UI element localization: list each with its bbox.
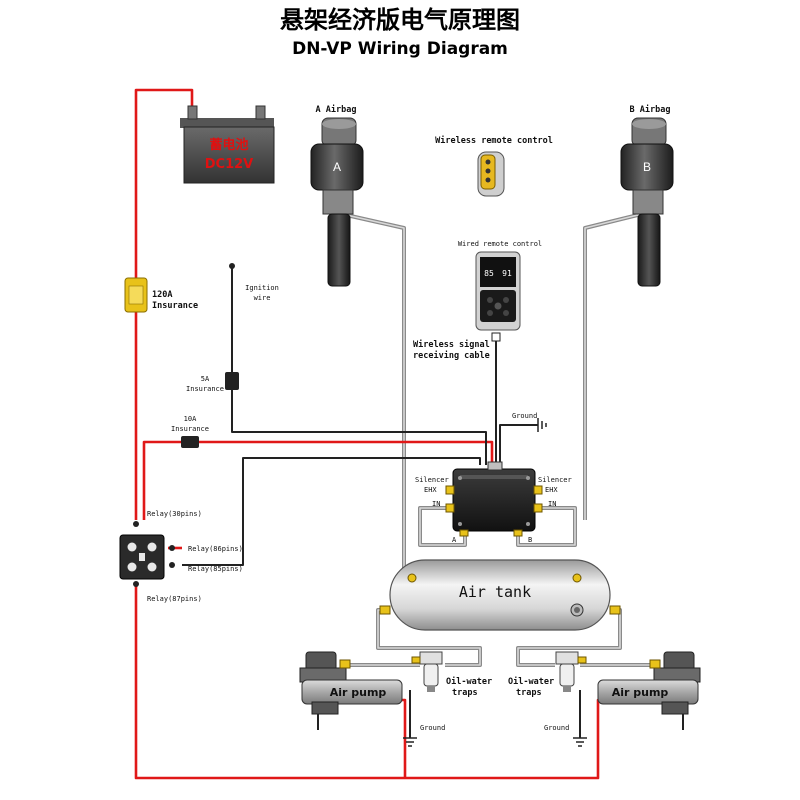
fuse-120a-insurance-label: Insurance <box>152 301 198 311</box>
in-left-label: IN <box>432 500 440 508</box>
relay-pin-30 <box>133 521 139 527</box>
relay-pin-85 <box>169 562 175 568</box>
ignition-wire-tip <box>229 263 235 269</box>
oilwater-right-label-line1: Oil-water <box>508 676 554 687</box>
airbag-b: B <box>620 117 674 287</box>
signal-wires <box>182 268 684 738</box>
airbag-a: A <box>310 117 364 287</box>
silencer-right <box>533 485 543 495</box>
oilwater-right-label-line2: traps <box>516 688 542 698</box>
oilwater-left-label-line2: traps <box>452 688 478 698</box>
wired-remote-right-value: 91 <box>502 269 512 278</box>
air-tank: Air tank <box>379 559 621 631</box>
ignition-label-line2: wire <box>254 294 271 302</box>
oilwater-left-label-line1: Oil-water <box>446 676 492 687</box>
title-english: DN-VP Wiring Diagram <box>292 39 508 59</box>
oil-water-trap-right <box>555 651 587 692</box>
ground-label-right: Ground <box>544 724 569 732</box>
ecu-in-port-left <box>445 503 455 513</box>
battery-label-voltage: DC12V <box>205 157 253 172</box>
ground-symbol-ecu <box>537 418 547 432</box>
wireless-signal-connector <box>491 332 501 342</box>
airbag-a-letter: A <box>333 160 341 174</box>
relay <box>119 534 165 580</box>
air-hoses <box>332 210 655 667</box>
ecu-port-b <box>513 529 523 537</box>
wireless-remote-fob <box>477 151 505 197</box>
relay-pin-87 <box>133 581 139 587</box>
fuse-10a-insurance-label: Insurance <box>171 425 209 433</box>
fuse-10a <box>181 436 199 448</box>
wired-remote-left-value: 85 <box>484 269 494 278</box>
fuse-120a <box>124 277 148 313</box>
wireless-signal-label-line2: receiving cable <box>413 350 490 361</box>
in-right-label: IN <box>548 500 556 508</box>
relay-87-label: Relay(87pins) <box>147 595 202 603</box>
ground-symbol-left <box>403 737 417 747</box>
air-pump-right: Air pump <box>597 651 701 715</box>
air-pump-left-label: Air pump <box>330 686 387 699</box>
air-tank-label: Air tank <box>459 583 531 601</box>
fuse-10a-label: 10A <box>184 415 197 423</box>
ignition-label-line1: Ignition <box>245 284 279 292</box>
title-chinese: 悬架经济版电气原理图 <box>280 6 520 34</box>
fuse-120a-label: 120A <box>152 290 172 300</box>
port-b-label: B <box>528 536 532 544</box>
fuse-5a <box>225 372 239 390</box>
wired-remote: 85 91 <box>475 251 521 331</box>
relay-30-label: Relay(30pins) <box>147 510 202 518</box>
silencer-right-label: Silencer <box>538 476 572 484</box>
air-pump-left: Air pump <box>299 651 403 715</box>
battery-label-cn: 蓄电池 <box>209 137 248 153</box>
relay-86-label: Relay(86pins) <box>188 545 243 553</box>
port-a-label: A <box>452 536 457 544</box>
air-pump-right-label: Air pump <box>612 686 669 699</box>
fuse-5a-label: 5A <box>201 375 210 383</box>
airbag-b-title: B Airbag <box>630 104 671 115</box>
battery: 蓄电池 DC12V <box>180 105 275 184</box>
wireless-signal-label-line1: Wireless signal <box>413 339 490 350</box>
power-wires <box>134 88 610 780</box>
relay-pin-86 <box>169 545 175 551</box>
airbag-b-letter: B <box>643 160 651 174</box>
oil-water-trap-left <box>411 651 443 692</box>
fuse-5a-insurance-label: Insurance <box>186 385 224 393</box>
wireless-remote-label: Wireless remote control <box>435 135 553 146</box>
ground-symbol-right <box>573 737 587 747</box>
ground-label-left: Ground <box>420 724 445 732</box>
ehx-left-label: EHX <box>424 486 437 494</box>
control-unit <box>452 461 536 532</box>
airbag-a-title: A Airbag <box>316 104 357 115</box>
relay-85-label: Relay(85pins) <box>188 565 243 573</box>
ground-label-ecu: Ground <box>512 412 537 420</box>
ecu-in-port-right <box>533 503 543 513</box>
silencer-left <box>445 485 455 495</box>
ehx-right-label: EHX <box>545 486 558 494</box>
wired-remote-label: Wired remote control <box>458 240 542 248</box>
silencer-left-label: Silencer <box>415 476 449 484</box>
ecu-port-a <box>459 529 469 537</box>
